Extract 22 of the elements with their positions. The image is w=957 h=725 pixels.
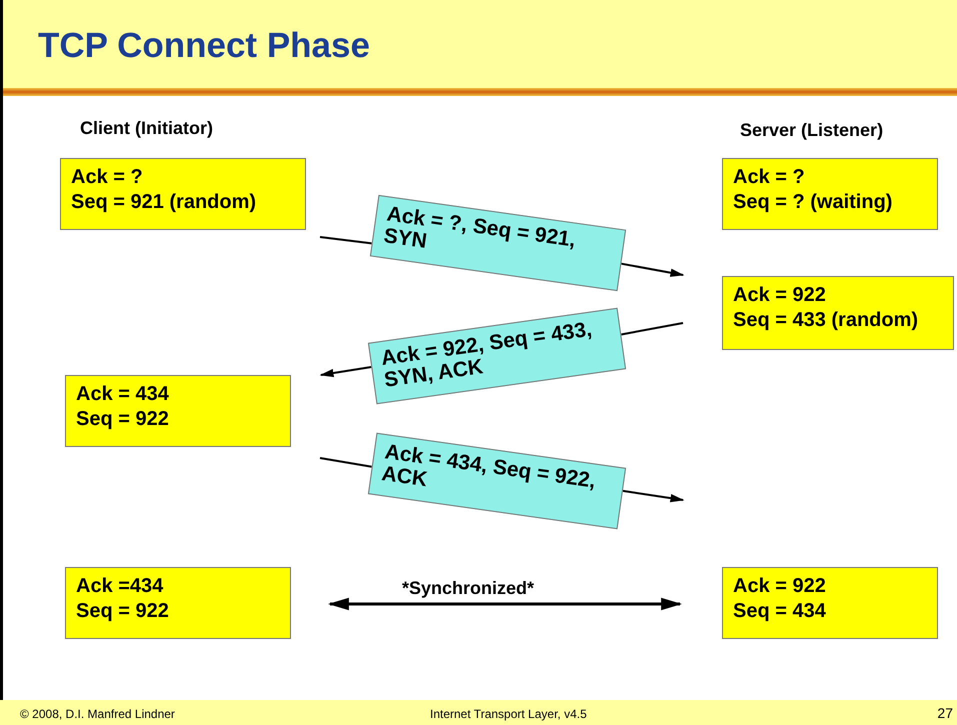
connector-line [621,322,684,336]
arrow [621,262,684,277]
state-box: Ack = 922 Seq = 433 (random) [722,276,954,350]
message-box: Ack = ?, Seq = 921, SYN [370,194,626,292]
column-heading: Server (Listener) [740,120,884,141]
state-box: Ack = 434 Seq = 922 [65,375,291,447]
arrow [320,366,372,378]
slide-title: TCP Connect Phase [38,26,370,66]
message-box: Ack = 922, Seq = 433, SYN, ACK [368,308,626,404]
footer-text: © 2008, D.I. Manfred Lindner [20,707,175,721]
status-text: *Synchronized* [402,578,534,599]
state-box: Ack = ? Seq = ? (waiting) [722,158,938,230]
connector-line [320,457,372,468]
state-box: Ack =434 Seq = 922 [65,567,291,639]
state-box: Ack = 922 Seq = 434 [722,567,938,639]
message-box: Ack = 434, Seq = 922, ACK [368,432,626,530]
footer-text: Internet Transport Layer, v4.5 [430,707,587,721]
arrow [622,490,684,502]
column-heading: Client (Initiator) [80,118,213,139]
page-number: 27 [937,705,953,721]
state-box: Ack = ? Seq = 921 (random) [60,158,306,230]
connector-line [320,236,372,244]
